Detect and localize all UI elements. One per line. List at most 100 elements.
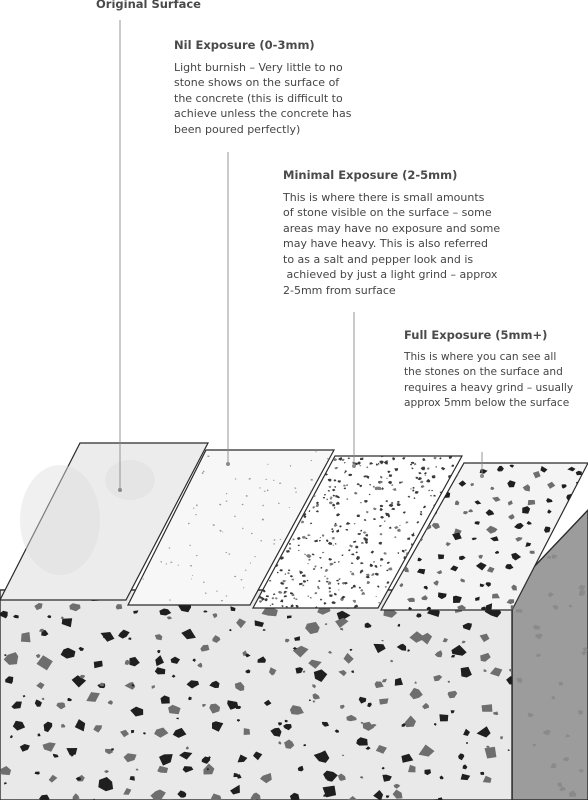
minimal-stone (280, 599, 284, 603)
aggregate-stone (489, 667, 503, 677)
nil-speck (278, 502, 280, 504)
minimal-stone (405, 521, 409, 524)
aggregate-speck (37, 733, 41, 737)
minimal-stone (301, 520, 305, 524)
minimal-stone (377, 585, 380, 588)
aggregate-speck (61, 723, 66, 728)
label-title: Full Exposure (5mm+) (404, 328, 548, 342)
side-speck (550, 763, 557, 769)
aggregate-stone (379, 698, 389, 705)
full-stone (433, 580, 439, 586)
minimal-stone (360, 457, 364, 460)
body-line: This is where there is small amounts (283, 190, 485, 204)
full-stone (511, 552, 522, 561)
minimal-stone (331, 528, 334, 530)
aggregate-speck (402, 759, 406, 762)
minimal-stone (307, 595, 310, 597)
minimal-stone (325, 473, 328, 476)
aggregate-stone (358, 696, 367, 704)
nil-speck (219, 503, 222, 506)
aggregate-stone (209, 703, 221, 714)
aggregate-stone (201, 756, 211, 764)
aggregate-stone (284, 739, 295, 749)
minimal-stone (418, 472, 422, 475)
minimal-stone (415, 476, 418, 479)
body-line: the stones on the surface and (404, 366, 563, 378)
aggregate-stone (154, 667, 166, 675)
body-line: achieved by just a light grind – approx (283, 268, 498, 281)
aggregate-stone (460, 666, 472, 678)
full-stone (561, 524, 569, 531)
aggregate-stone (115, 604, 123, 610)
nil-speck (234, 515, 236, 518)
minimal-stone (419, 513, 423, 516)
minimal-stone (301, 535, 306, 539)
full-stone (431, 522, 440, 530)
aggregate-stone (313, 669, 328, 682)
aggregate-stone (404, 715, 416, 728)
nil-speck (241, 503, 244, 506)
body-line: 2-5mm from surface (283, 283, 396, 297)
aggregate-speck (236, 719, 241, 722)
aggregate-stone (480, 652, 491, 662)
minimal-stone (399, 524, 401, 527)
full-stone (547, 481, 556, 489)
minimal-stone (401, 481, 403, 483)
aggregate-speck (393, 783, 401, 789)
minimal-stone (271, 603, 274, 605)
minimal-stone (326, 577, 329, 580)
aggregate-stone (237, 754, 248, 763)
aggregate-stone (295, 667, 304, 674)
minimal-stone (370, 550, 375, 554)
nil-speck (310, 459, 313, 462)
aggregate-stone (181, 628, 196, 640)
aggregate-stone (335, 617, 349, 628)
aggregate-stone (157, 765, 169, 773)
minimal-stone (305, 537, 308, 540)
full-stone (490, 536, 499, 542)
minimal-stone (280, 581, 285, 585)
minimal-stone (297, 549, 300, 552)
minimal-stone (350, 572, 355, 576)
aggregate-speck (493, 711, 499, 716)
side-speck (557, 782, 563, 787)
aggregate-stone (305, 621, 320, 635)
minimal-stone (337, 480, 341, 483)
minimal-stone (378, 541, 382, 545)
nil-speck (240, 578, 243, 581)
aggregate-speck (349, 648, 353, 651)
minimal-stone (333, 523, 338, 528)
body-line: achieve unless the concrete has (174, 107, 352, 120)
full-stone (481, 606, 487, 610)
minimal-stone (365, 573, 370, 577)
aggregate-speck (78, 646, 84, 651)
aggregate-stone (458, 753, 465, 761)
aggregate-stone (105, 748, 114, 755)
minimal-stone (412, 486, 415, 489)
aggregate-speck (381, 678, 387, 683)
minimal-stone (433, 456, 437, 460)
aggregate-stone (312, 693, 320, 700)
nil-speck (279, 538, 282, 540)
minimal-stone (361, 541, 364, 544)
aggregate-speck (371, 724, 377, 727)
nil-speck (225, 493, 228, 495)
aggregate-speck (104, 770, 109, 774)
minimal-stone (284, 573, 286, 575)
nil-speck (196, 504, 198, 506)
aggregate-speck (407, 649, 410, 652)
minimal-stone (385, 500, 388, 503)
minimal-stone (343, 581, 348, 585)
full-stone (445, 542, 451, 547)
full-stone (485, 582, 491, 587)
minimal-stone (394, 536, 397, 538)
minimal-stone (288, 569, 291, 571)
strip-full-exposure (379, 462, 588, 611)
minimal-stone (334, 486, 337, 488)
aggregate-stone (426, 605, 440, 617)
nil-speck (250, 532, 253, 535)
label-nil-exposure: Nil Exposure (0-3mm) Light burnish – Ver… (174, 38, 374, 137)
side-speck (516, 677, 523, 684)
aggregate-speck (262, 629, 266, 631)
minimal-stone (341, 582, 345, 585)
